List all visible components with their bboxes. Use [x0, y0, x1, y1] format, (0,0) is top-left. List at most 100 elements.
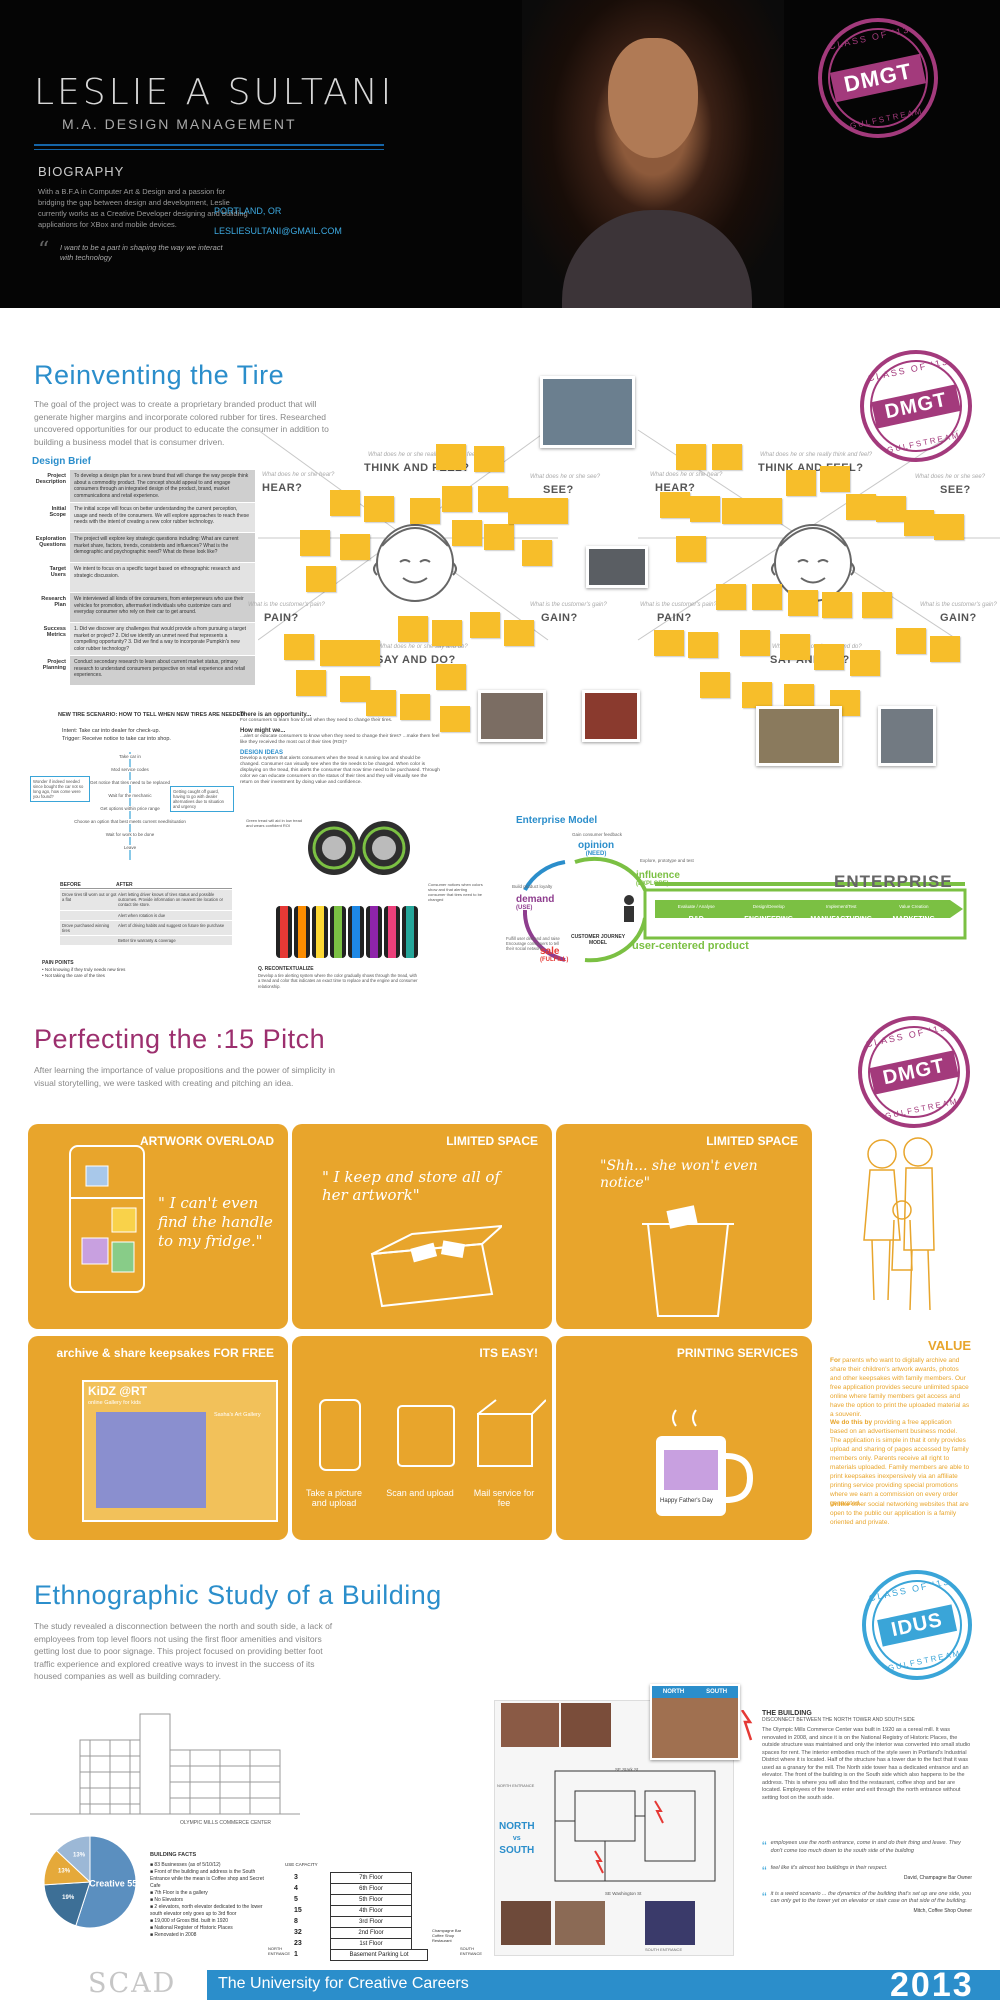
quote-item: “it is a weird scenario ... the dynamics… [762, 1890, 972, 1914]
map-label-see-left: SEE? [543, 484, 574, 496]
easy-steps-icons [319, 1399, 546, 1471]
floor-south-entrance: SOUTH ENTRANCE [460, 1946, 483, 1956]
tile-title: ARTWORK OVERLOAD [140, 1134, 274, 1148]
sticky-note [784, 684, 814, 710]
building-fact: ■ Renovated in 2008 [150, 1932, 197, 1938]
building-fact: ■ 19,000 sf Gross Bld. built in 1920 [150, 1918, 229, 1924]
quote-author: David, Champagne Bar Owner [903, 1874, 972, 1881]
pitch-tile-archive-share: archive & share keepsakes FOR FREE KiDZ … [28, 1336, 288, 1540]
pie-label-other: 13% [58, 1869, 71, 1875]
scenario-trigger: Trigger: Receive notice to take car into… [62, 736, 171, 742]
pain-points-list: • Not knowing if they truly needs new ti… [42, 967, 162, 979]
sticky-note [478, 486, 508, 512]
building-fact: ■ 83 Businesses (as of 5/10/12) [150, 1862, 221, 1868]
scenario-title: NEW TIRE SCENARIO: HOW TO TELL WHEN NEW … [58, 712, 245, 718]
building-floor-map: NORTH ENTRANCE SOUTH ENTRANCE SE Stark S… [494, 1700, 734, 1956]
floor-count: 3 [294, 1874, 298, 1881]
emodel-sale-note: Fulfill user demand and raise Encourage … [506, 936, 560, 951]
flow-step: Mod service codes [60, 767, 200, 772]
brief-key: Exploration Questions [30, 533, 70, 562]
sticky-note [660, 492, 690, 518]
pitch-section-title: Perfecting the :15 Pitch [34, 1024, 326, 1054]
map-photo-south-2 [555, 1901, 605, 1945]
brief-key: Initial Scope [30, 503, 70, 532]
emodel-influence: influence(EXPLORE) [636, 870, 680, 887]
emodel-step: Design/Develop [752, 904, 785, 909]
after-cell: Alert of driving habits and suggest on f… [118, 922, 225, 928]
email-link[interactable]: LESLIESULTANI@GMAIL.COM [214, 226, 342, 236]
sticky-note [340, 534, 370, 560]
after-cell: Alert when rotation is due [118, 912, 166, 918]
emodel-step: Implement/Test [825, 904, 857, 909]
map-question-hear-right: What does he or she hear? [650, 472, 723, 478]
brief-key: Success Metrics [30, 623, 70, 655]
scenario-intent: Intent: Take car into dealer for check-u… [62, 728, 161, 734]
emodel-stage: ENGINEERING [744, 916, 794, 923]
after-cell: Better tire warranty & coverage [118, 938, 176, 944]
building-text-subheading: DISCONNECT BETWEEN THE NORTH TOWER AND S… [762, 1717, 915, 1723]
tire-caption: Develop a tire alerting system where the… [258, 973, 418, 989]
opportunity-block: There is an opportunity... For consumers… [240, 712, 440, 786]
design-brief-heading: Design Brief [32, 456, 91, 467]
emodel-demand-note: Build product loyalty [512, 884, 553, 889]
mug-icon [656, 1409, 754, 1516]
header-rule-thin [34, 149, 384, 150]
tenant-pie-chart: Creative 55%19%13%13% [43, 1835, 140, 1929]
floor-amenities-note: Champagne Bar Coffee Shop Restaurant [432, 1928, 462, 1943]
after-cell: Alert letting driver knows of tires stat… [118, 892, 223, 908]
interview-photo-1 [540, 376, 635, 448]
pie-label-creative: Creative 55% [89, 1878, 140, 1888]
sticky-note [284, 634, 314, 660]
sticky-note [904, 510, 934, 536]
mug-caption: Happy Father's Day [660, 1498, 713, 1504]
sticky-note [654, 630, 684, 656]
kidz-art-screen: KiDZ @RT online Gallery for kids Sasha's… [82, 1380, 278, 1522]
sticky-note [484, 524, 514, 550]
sticky-note [690, 496, 720, 522]
brief-value: 1. Did we discover any challenges that w… [70, 623, 255, 655]
map-question-hear-left: What does he or she hear? [262, 472, 335, 478]
tile-title: ITS EASY! [479, 1346, 538, 1360]
sticky-note [814, 644, 844, 670]
map-label-gain-right: GAIN? [940, 612, 977, 624]
map-question-say-left: What does he or she say and do? [378, 644, 468, 650]
persona-head-icon-left [373, 524, 457, 602]
sticky-note [442, 486, 472, 512]
sticky-note [846, 494, 876, 520]
quote-mark-icon: “ [762, 1838, 767, 1854]
car-photo-4 [756, 706, 842, 766]
before-header: BEFORE [60, 882, 81, 888]
value-title: VALUE [928, 1338, 972, 1353]
portrait-photo [522, 0, 784, 308]
enterprise-model-title: Enterprise Model [516, 815, 598, 826]
biography-quote: I want to be a part in shaping the way w… [60, 243, 223, 262]
flow-step: Choose an option that best meets current… [60, 819, 200, 824]
gallery-card-title: Sasha's Art Gallery [214, 1412, 261, 1418]
sticky-note [306, 566, 336, 592]
biography-heading: BIOGRAPHY [38, 164, 125, 179]
sticky-note [676, 536, 706, 562]
sticky-note [930, 636, 960, 662]
brief-key: Project Planning [30, 656, 70, 685]
emodel-demand: demand(USE) [516, 894, 555, 911]
building-elevation-drawing [30, 1713, 300, 1815]
candidate-name: LESLIE A SULTANI [34, 72, 395, 113]
street-top: SE Stark St [615, 1767, 639, 1772]
sticky-note [722, 498, 752, 524]
sticky-note [300, 530, 330, 556]
building-fact: ■ No Elevators [150, 1897, 184, 1903]
persona-head-icon-right [771, 524, 855, 602]
enterprise-model-diagram [522, 856, 967, 963]
design-ideas-title: DESIGN IDEAS [240, 750, 284, 756]
value-paragraph-1: For parents who want to digitally archiv… [830, 1357, 970, 1418]
sticky-note [752, 498, 782, 524]
before-cell: Drove purchased winning tires [62, 922, 110, 934]
map-photo-south [501, 1901, 551, 1945]
sticky-note [330, 490, 360, 516]
